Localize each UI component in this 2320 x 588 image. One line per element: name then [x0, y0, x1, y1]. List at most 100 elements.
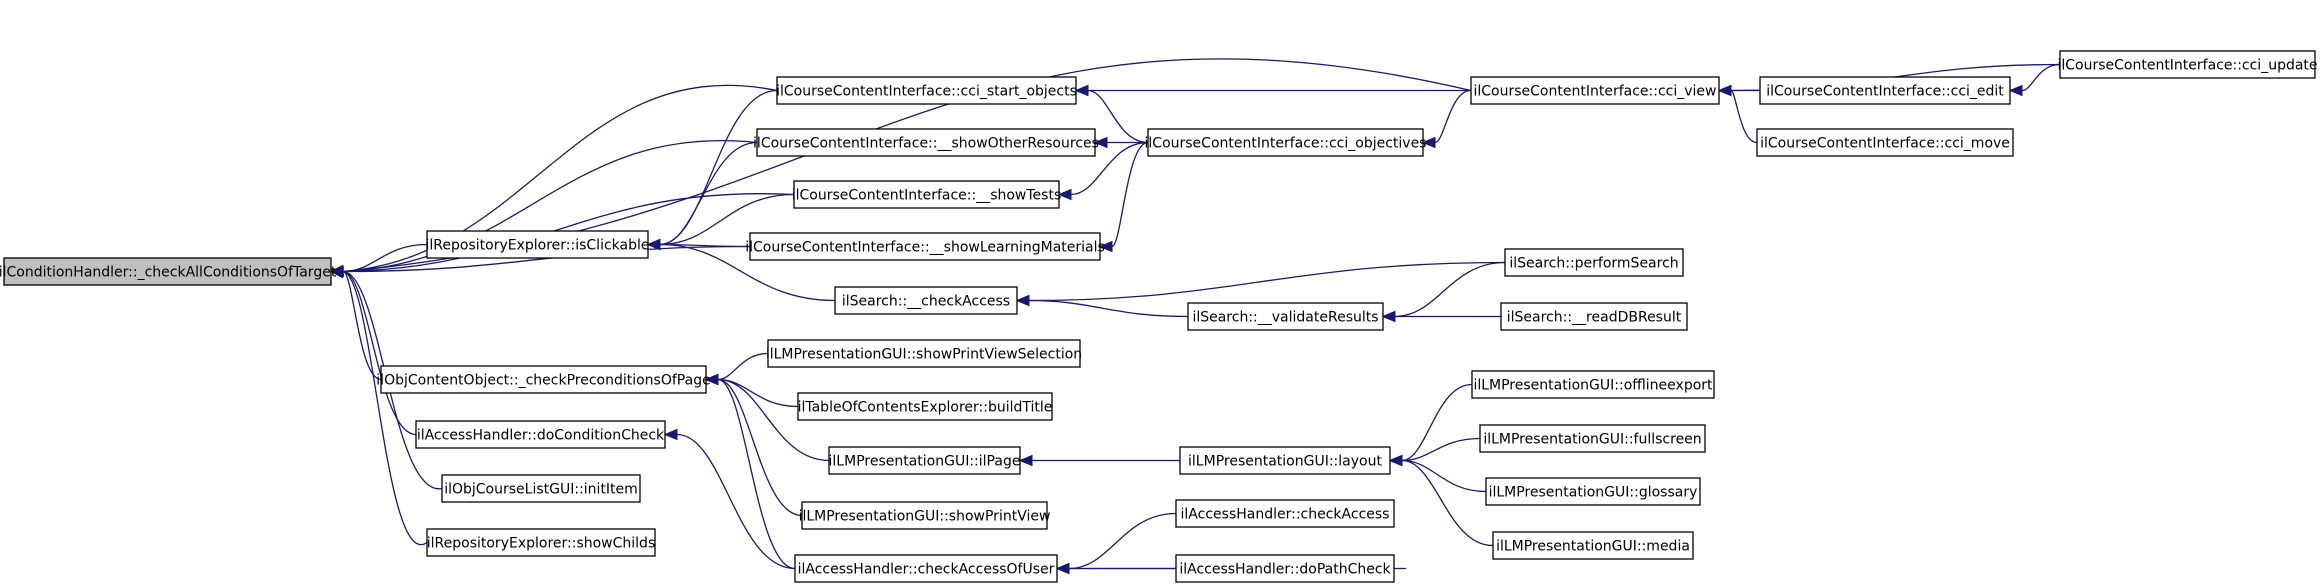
- edge-line: [2021, 63, 2061, 92]
- edge-line: [1401, 459, 1487, 493]
- node-box: [415, 420, 666, 449]
- node-doCondCheck[interactable]: ilAccessHandler::doConditionCheck: [415, 420, 666, 449]
- node-label: ilObjCourseListGUI::initItem: [444, 482, 638, 498]
- edge-perform-to-checkAccess: [1015, 261, 1506, 307]
- edge-validate-to-checkAccess: [1015, 294, 1189, 318]
- node-layer: ilConditionHandler::_checkAllConditionsO…: [0, 50, 2318, 583]
- edge-cciObj-to-showOther: [1093, 136, 1148, 149]
- edge-cciView-to-cciStart: [1074, 84, 1471, 97]
- node-label: ilAccessHandler::doPathCheck: [1179, 562, 1391, 578]
- node-label: ilRepositoryExplorer::showChilds: [427, 536, 656, 552]
- node-glossary[interactable]: ilLMPresentationGUI::glossary: [1485, 477, 1701, 506]
- node-box: [1175, 554, 1395, 583]
- edge-line: [1401, 383, 1473, 462]
- node-showLM[interactable]: ilCourseContentInterface::__showLearning…: [745, 232, 1105, 261]
- node-cciStart[interactable]: ilCourseContentInterface::cci_start_obje…: [776, 76, 1077, 105]
- edge-arrowhead: [1098, 240, 1113, 253]
- node-label: ilObjContentObject::_checkPreconditionsO…: [376, 373, 710, 389]
- node-box: [426, 230, 649, 259]
- node-showTests[interactable]: ilCourseContentInterface::__showTests: [792, 180, 1062, 209]
- node-box: [1147, 128, 1424, 157]
- node-label: ilCourseContentInterface::__showLearning…: [745, 240, 1105, 256]
- edge-line: [1111, 141, 1149, 248]
- node-box: [1500, 302, 1688, 331]
- node-doPath[interactable]: ilAccessHandler::doPathCheck: [1175, 554, 1395, 583]
- node-checkPre[interactable]: ilObjContentObject::_checkPreconditionsO…: [376, 365, 711, 394]
- node-label: ilConditionHandler::_checkAllConditionsO…: [0, 265, 337, 281]
- node-label: ilCourseContentInterface::cci_edit: [1766, 84, 2004, 100]
- node-label: ilCourseContentInterface::cci_objectives: [1145, 136, 1427, 152]
- edge-line: [342, 270, 382, 381]
- node-offline[interactable]: ilLMPresentationGUI::offlineexport: [1471, 370, 1715, 399]
- edge-arrowhead: [663, 428, 678, 441]
- edge-arrowhead: [1421, 136, 1436, 149]
- node-box: [1759, 76, 2011, 105]
- node-perform[interactable]: ilSearch::performSearch: [1504, 248, 1684, 277]
- node-cciObj[interactable]: ilCourseContentInterface::cci_objectives: [1145, 128, 1427, 157]
- node-label: ilLMPresentationGUI::media: [1496, 539, 1690, 555]
- edge-arrowhead: [1015, 294, 1030, 307]
- edge-arrowhead: [1093, 136, 1108, 149]
- node-showOther[interactable]: ilCourseContentInterface::__showOtherRes…: [753, 128, 1099, 157]
- edge-line: [717, 378, 803, 517]
- node-box: [441, 474, 641, 503]
- node-box: [828, 446, 1021, 475]
- node-checkAccess[interactable]: ilSearch::__checkAccess: [834, 286, 1018, 315]
- node-readDB[interactable]: ilSearch::__readDBResult: [1500, 302, 1688, 331]
- node-label: ilLMPresentationGUI::layout: [1188, 454, 1382, 470]
- edge-line: [676, 433, 796, 570]
- edge-checkAccessUser-to-checkPre: [704, 373, 796, 570]
- node-box: [380, 365, 707, 394]
- node-media[interactable]: ilLMPresentationGUI::media: [1492, 531, 1694, 560]
- node-label: ilLMPresentationGUI::fullscreen: [1483, 432, 1701, 448]
- edge-offline-to-layout: [1388, 383, 1473, 467]
- node-showPrintSel[interactable]: ilLMPresentationGUI::showPrintViewSelect…: [766, 339, 1082, 368]
- node-showPrint[interactable]: ilLMPresentationGUI::showPrintView: [799, 501, 1051, 530]
- node-root[interactable]: ilConditionHandler::_checkAllConditionsO…: [0, 257, 337, 286]
- node-box: [1485, 477, 1701, 506]
- edge-cciObj-to-showLM: [1098, 141, 1149, 253]
- node-label: ilAccessHandler::checkAccessOfUser: [798, 562, 1055, 578]
- node-cciMove[interactable]: ilCourseContentInterface::cci_move: [1756, 128, 2014, 157]
- edge-line: [1730, 89, 1758, 144]
- node-box: [801, 501, 1048, 530]
- edge-line: [342, 140, 758, 273]
- edge-line: [342, 193, 795, 273]
- edge-arrowhead: [1018, 454, 1033, 467]
- node-initItem[interactable]: ilObjCourseListGUI::initItem: [441, 474, 641, 503]
- edge-line: [1434, 89, 1472, 144]
- node-fullscreen[interactable]: ilLMPresentationGUI::fullscreen: [1479, 424, 1706, 453]
- edge-checkPre-to-root: [329, 265, 382, 381]
- node-cciView[interactable]: ilCourseContentInterface::cci_view: [1470, 76, 1720, 105]
- edge-line: [717, 352, 769, 381]
- node-buildTitle[interactable]: ilTableOfContentsExplorer::buildTitle: [797, 392, 1053, 421]
- edge-layer: [329, 58, 2061, 575]
- node-acCheckAccess[interactable]: ilAccessHandler::checkAccess: [1175, 499, 1395, 528]
- node-layout[interactable]: ilLMPresentationGUI::layout: [1179, 446, 1391, 475]
- node-label: ilAccessHandler::checkAccess: [1181, 507, 1390, 523]
- edge-arrowhead: [646, 238, 661, 251]
- node-cciUpdate[interactable]: ilCourseContentInterface::cci_update: [2057, 50, 2318, 79]
- node-ilPage[interactable]: ilLMPresentationGUI::ilPage: [828, 446, 1021, 475]
- node-validate[interactable]: ilSearch::__validateResults: [1187, 302, 1384, 331]
- node-label: ilCourseContentInterface::cci_view: [1474, 84, 1717, 100]
- node-box: [1471, 370, 1715, 399]
- edge-line: [717, 378, 796, 570]
- node-label: ilTableOfContentsExplorer::buildTitle: [798, 400, 1053, 416]
- edge-arrowhead: [1388, 454, 1403, 467]
- node-label: ilCourseContentInterface::cci_move: [1760, 136, 2010, 152]
- node-label: ilLMPresentationGUI::showPrintViewSelect…: [766, 347, 1082, 363]
- node-showChilds[interactable]: ilRepositoryExplorer::showChilds: [426, 528, 656, 557]
- node-isClickable[interactable]: ilRepositoryExplorer::isClickable: [426, 230, 650, 259]
- node-cciEdit[interactable]: ilCourseContentInterface::cci_edit: [1759, 76, 2011, 105]
- edge-line: [1087, 89, 1149, 144]
- node-box: [749, 232, 1101, 261]
- edge-cciView-to-cciObj: [1421, 89, 1472, 149]
- node-box: [1175, 499, 1395, 528]
- edge-cciUpdate-to-cciEdit: [2008, 63, 2061, 97]
- node-label: ilCourseContentInterface::cci_start_obje…: [776, 84, 1077, 100]
- edge-arrowhead: [1074, 84, 1089, 97]
- node-checkAccessUser[interactable]: ilAccessHandler::checkAccessOfUser: [794, 554, 1058, 583]
- node-box: [1492, 531, 1694, 560]
